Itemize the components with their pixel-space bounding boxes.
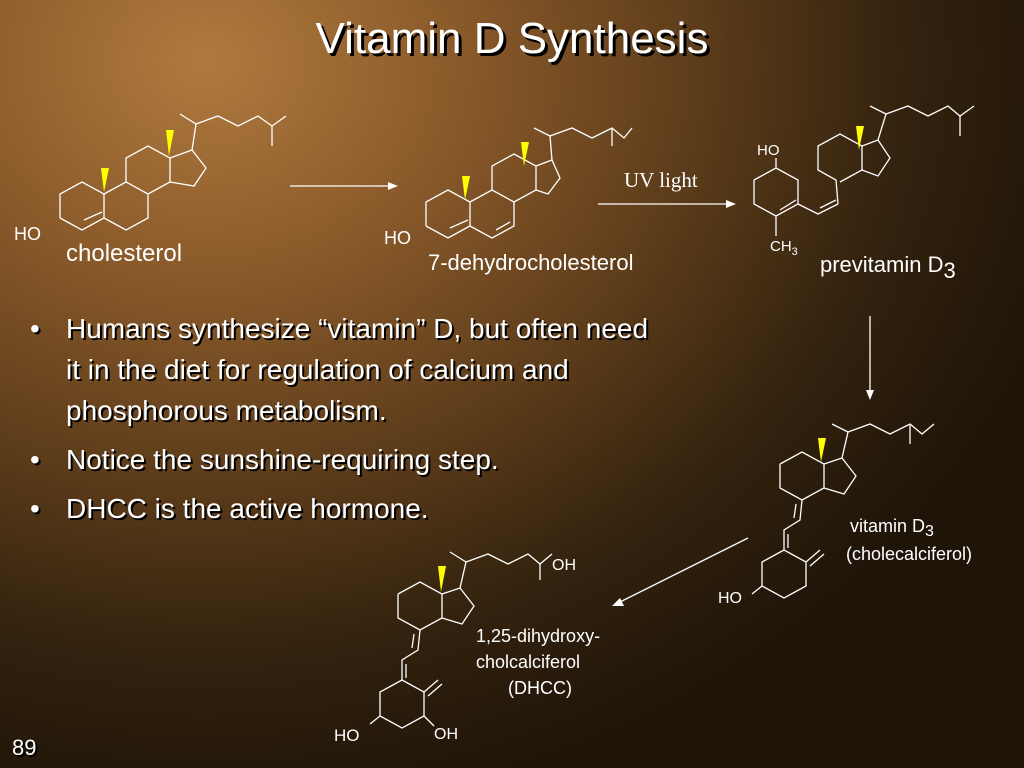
bullet-text: DHCC is the active hormone. — [66, 493, 429, 524]
bullet-marker: • — [30, 444, 40, 475]
dhcc-ho-label: HO — [334, 726, 360, 745]
previtamin-ch3-label: CH3 — [770, 238, 798, 258]
bullet-item: • Humans synthesize “vitamin” D, but ofte… — [28, 308, 688, 431]
cholesterol-ho-label: HO — [14, 224, 41, 244]
arrow-diagonal — [612, 537, 749, 606]
previtamin-ho-label: HO — [757, 142, 780, 159]
arrow-uv — [598, 200, 736, 208]
previtamin-label: previtamin D3 — [820, 252, 956, 283]
arrow-1 — [290, 182, 398, 190]
dehydro-ho-label: HO — [384, 228, 411, 248]
cholesterol-structure — [59, 113, 287, 231]
dhcc-label-line2: cholcalciferol — [476, 652, 581, 672]
bullet-item: • Notice the sunshine-requiring step. — [28, 439, 688, 480]
vitamin-d3-ho-label: HO — [718, 590, 742, 607]
bullet-text: Humans synthesize “vitamin” D, but often… — [66, 313, 649, 426]
dhcc-structure — [369, 551, 553, 729]
arrow-down — [866, 316, 874, 400]
dhcc-label-line1: 1,25-dihydroxy- — [476, 626, 601, 646]
bullet-marker: • — [30, 493, 40, 524]
vitamin-d3-structure — [751, 423, 935, 599]
cholesterol-label: cholesterol — [66, 240, 183, 267]
uv-light-label: UV light — [624, 168, 698, 192]
bullet-list: • Humans synthesize “vitamin” D, but ofte… — [28, 308, 688, 537]
previtamin-structure — [753, 105, 975, 236]
vitamin-d3-label: vitamin D3 — [850, 516, 934, 540]
bullet-text: Notice the sunshine-requiring step. — [66, 444, 499, 475]
dehydrocholesterol-label: 7-dehydrocholesterol — [428, 250, 634, 275]
dhcc-label-line3: (DHCC) — [508, 678, 572, 698]
vitamin-d3-alt-label: (cholecalciferol) — [846, 544, 973, 564]
bullet-item: • DHCC is the active hormone. — [28, 488, 688, 529]
bullet-marker: • — [30, 313, 40, 344]
dehydrocholesterol-structure — [425, 127, 633, 239]
dhcc-oh-chain-label: OH — [552, 557, 576, 574]
dhcc-oh-ring-label: OH — [434, 726, 458, 743]
slide-title: Vitamin D Synthesis — [315, 14, 709, 63]
page-number: 89 — [12, 735, 37, 760]
